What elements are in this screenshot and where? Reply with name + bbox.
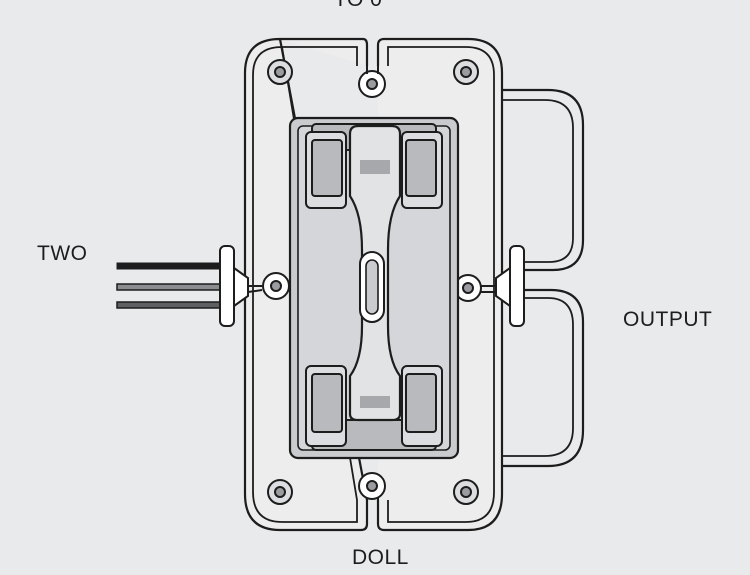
screw-icon — [453, 479, 479, 505]
label-input: TWO — [37, 242, 88, 265]
screw-icon — [453, 59, 479, 85]
top-contact-blocks — [305, 123, 443, 209]
output-wires — [502, 88, 585, 468]
left-terminal-clamp — [219, 245, 249, 327]
label-bottom: DOLL — [352, 546, 409, 569]
right-terminal-clamp — [476, 245, 525, 327]
terminal-screw-icon — [358, 66, 386, 98]
terminal-screw-icon — [262, 272, 290, 300]
label-top: TO 0 — [334, 0, 382, 12]
toggle-switch-icon — [348, 124, 402, 422]
screw-icon — [267, 479, 293, 505]
bottom-contact-blocks — [305, 365, 443, 451]
screw-icon — [267, 59, 293, 85]
label-output: OUTPUT — [623, 308, 713, 331]
terminal-screw-icon — [358, 472, 386, 500]
